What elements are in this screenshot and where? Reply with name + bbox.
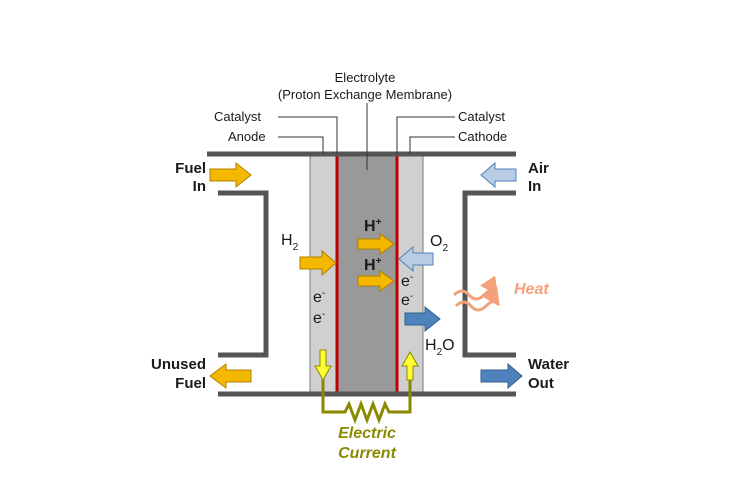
cathode-electron-2: e- xyxy=(401,291,413,309)
electrolyte-label: Electrolyte xyxy=(335,70,396,85)
proton-label-2: H+ xyxy=(364,256,382,274)
catalyst-right-label: Catalyst xyxy=(458,109,505,124)
electrolyte-sublabel: (Proton Exchange Membrane) xyxy=(278,87,452,102)
anode-electron-1: e- xyxy=(313,288,325,306)
cathode-electron-1: e- xyxy=(401,272,413,290)
unused-fuel-arrow xyxy=(209,363,252,389)
proton-arrow-1 xyxy=(357,233,395,255)
electric-current-label-2: Current xyxy=(338,445,396,462)
fuel-in-arrow xyxy=(209,161,252,189)
anode-label: Anode xyxy=(228,129,266,144)
air-in-label-2: In xyxy=(528,178,541,195)
electric-current-label-1: Electric xyxy=(338,425,396,442)
fuel-in-label-2: In xyxy=(193,178,206,195)
cathode-leader xyxy=(409,136,455,154)
catalyst-left-label: Catalyst xyxy=(214,109,261,124)
water-product-arrow xyxy=(404,305,441,333)
cathode-label: Cathode xyxy=(458,129,507,144)
catalyst-right-leader xyxy=(396,116,455,154)
membrane-layer xyxy=(337,154,397,394)
cathode-current-arrow xyxy=(401,350,419,381)
fuel-in-label-1: Fuel xyxy=(175,160,206,177)
heat-wave-2 xyxy=(454,286,500,312)
water-out-label-2: Out xyxy=(528,375,554,392)
heat-label: Heat xyxy=(514,281,549,298)
catalyst-left-leader xyxy=(278,116,338,154)
o2-arrow xyxy=(398,245,434,273)
unused-fuel-label-2: Fuel xyxy=(175,375,206,392)
h2-label: H2 xyxy=(281,232,299,253)
unused-fuel-label-1: Unused xyxy=(151,356,206,373)
o2-label: O2 xyxy=(430,233,448,254)
air-in-arrow xyxy=(480,161,517,189)
h2-arrow xyxy=(299,249,337,277)
h2o-label: H2O xyxy=(425,337,455,358)
anode-channel-wall xyxy=(218,190,269,358)
anode-current-arrow xyxy=(314,349,332,382)
water-out-label-1: Water xyxy=(528,356,569,373)
anode-electron-2: e- xyxy=(313,309,325,327)
anode-leader xyxy=(278,136,324,154)
circuit-wire xyxy=(321,374,412,425)
cathode-channel-wall xyxy=(462,190,516,358)
water-out-arrow xyxy=(480,362,523,390)
air-in-label-1: Air xyxy=(528,160,549,177)
proton-arrow-2 xyxy=(357,270,395,292)
heat-wave-1 xyxy=(452,275,498,301)
proton-label-1: H+ xyxy=(364,217,382,235)
